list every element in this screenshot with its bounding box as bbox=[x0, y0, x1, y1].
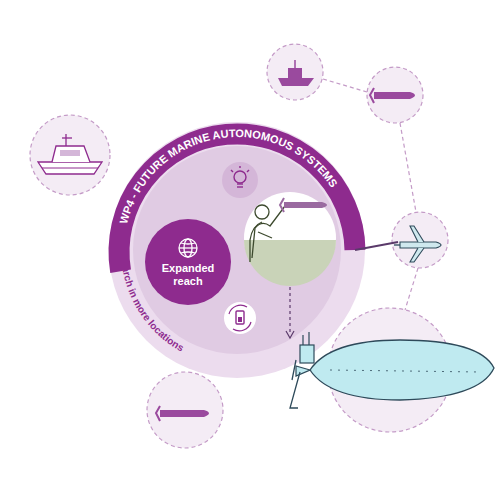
node-label: Expanded reach bbox=[155, 262, 221, 287]
reach-circle: Expanded reach bbox=[145, 219, 231, 305]
band-title: WP4 - FUTURE MARINE AUTONOMOUS SYSTEMS bbox=[117, 127, 340, 225]
globe-icon bbox=[177, 237, 199, 259]
main-circle: WP4 - FUTURE MARINE AUTONOMOUS SYSTEMSFo… bbox=[109, 122, 365, 378]
